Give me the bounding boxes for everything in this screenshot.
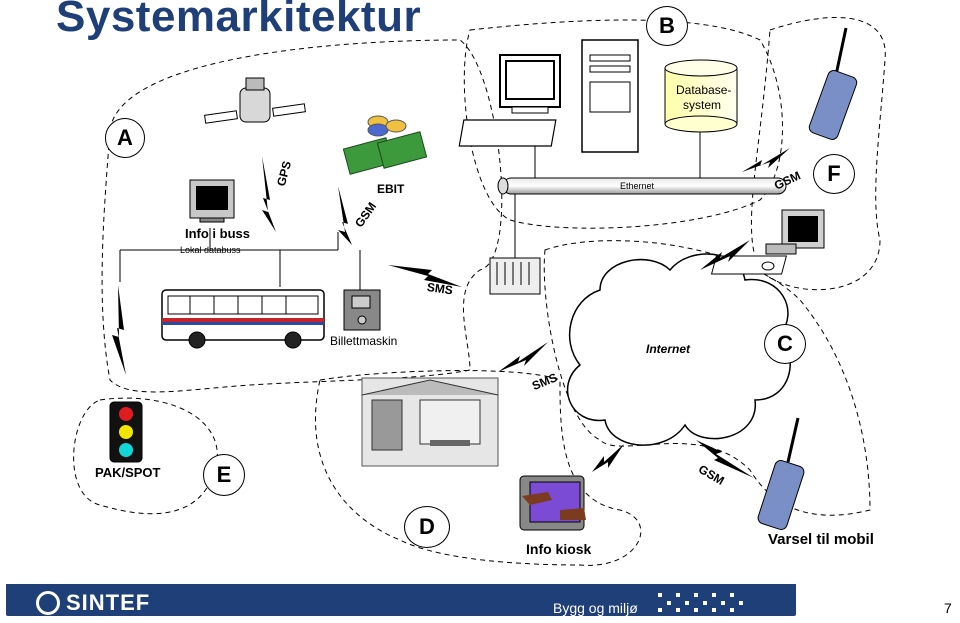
remote-workstation: [710, 209, 825, 275]
billettmaskin-label: Billettmaskin: [330, 334, 398, 348]
zone-c-marker: C: [764, 324, 806, 364]
mobile-phone-bottom: [757, 417, 805, 530]
lightning-sms-top: [388, 265, 462, 287]
lokal-databuss-label: Lokal databuss: [180, 245, 241, 255]
zone-a-marker: A: [105, 118, 145, 158]
ethernet-label: Ethernet: [620, 181, 655, 191]
pak-spot-label: PAK/SPOT: [95, 465, 161, 480]
database-label-line2: system: [682, 98, 721, 112]
database-label-line1: Database-: [676, 83, 732, 97]
lightning-gsm-bus: [338, 186, 352, 245]
traffic-light: [109, 401, 143, 463]
zone-e-marker: E: [203, 454, 245, 496]
page-number: 7: [944, 600, 952, 616]
zone-a-boundary: [101, 39, 503, 393]
zone-f-boundary: [750, 17, 886, 291]
internet-cloud: [566, 253, 791, 446]
lightning-gsm-top: [742, 148, 790, 172]
lightning-kiosk: [592, 444, 624, 472]
ebit-label: EBIT: [377, 182, 405, 196]
bus-shelter: [361, 377, 499, 467]
footer-bar: [6, 584, 796, 616]
zone-b-marker: B: [646, 6, 688, 46]
footer-text: Bygg og miljø: [553, 600, 638, 616]
sintef-logo-text: SINTEF: [66, 590, 151, 615]
info-kiosk-label: Info kiosk: [526, 541, 592, 557]
lightning-sms-mid: [498, 342, 548, 372]
info-kiosk: [519, 475, 586, 531]
sintef-logo-icon: [36, 591, 60, 615]
page-title: Systemarkitektur: [56, 0, 422, 41]
gps-satellite: [204, 77, 306, 124]
bus: [161, 289, 325, 349]
zone-e-boundary: [73, 397, 218, 515]
zone-d-marker: D: [404, 506, 450, 548]
ticket-machine: [343, 289, 381, 331]
lightning-f: [700, 240, 750, 270]
server-computer: [458, 39, 639, 153]
bus-info-monitor: [189, 179, 235, 223]
lightning-gsm-bottom: [696, 440, 754, 478]
lightning-gps: [262, 156, 276, 232]
footer-dot-pattern: [656, 591, 756, 615]
internet-label: Internet: [646, 342, 691, 356]
info-i-buss-label: Info i buss: [185, 226, 250, 241]
database-cylinder: [664, 59, 738, 133]
zone-f-marker: F: [813, 154, 855, 194]
varsel-label: Varsel til mobil: [768, 531, 874, 548]
money-icon: [342, 115, 428, 175]
wireless-links: [112, 148, 790, 478]
database-label: Database- system: [676, 83, 732, 113]
mobile-phone-top: [808, 27, 858, 140]
modem-bank: [489, 257, 541, 295]
lightning-bus-left: [112, 285, 126, 375]
